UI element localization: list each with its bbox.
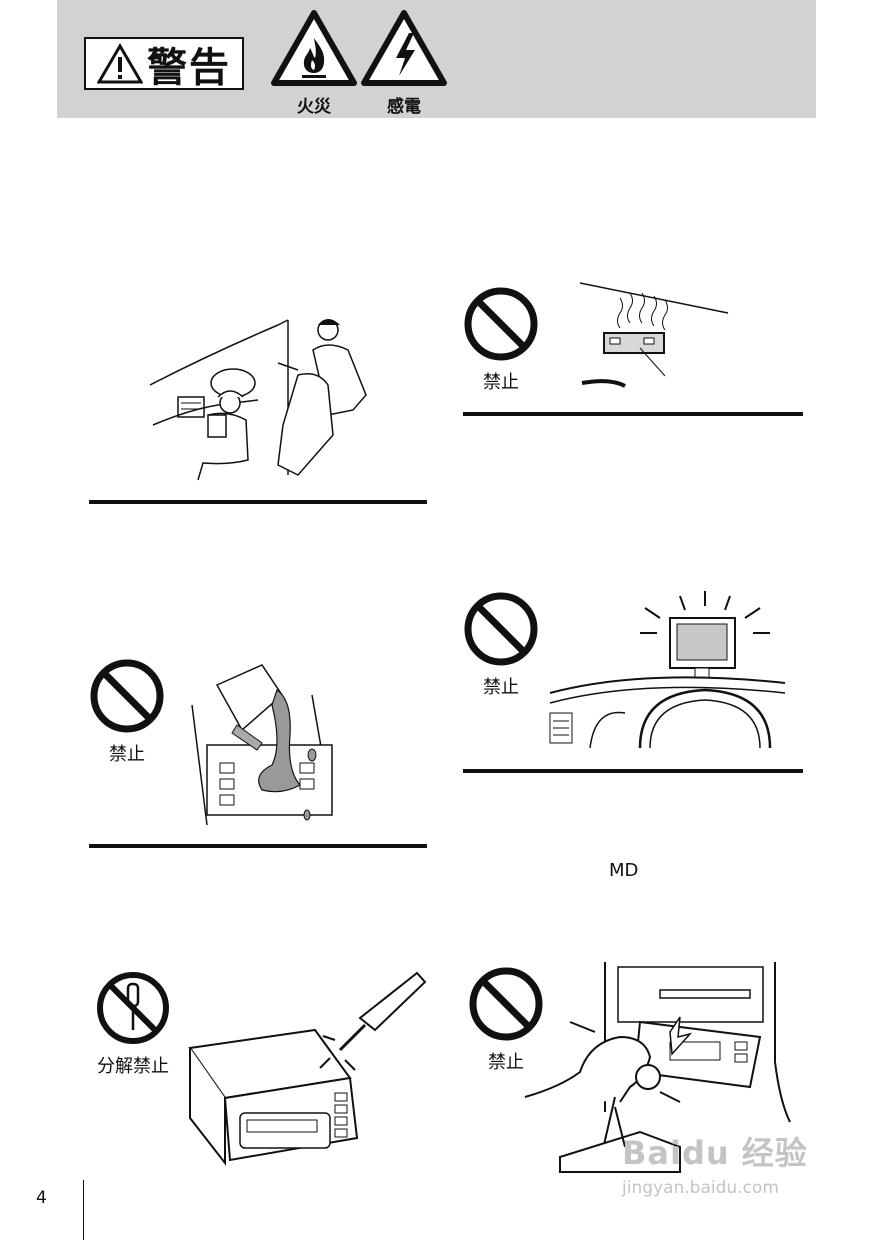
- prohibition-label: 禁止: [488, 1052, 524, 1073]
- car-interior-illustration: [149, 319, 367, 481]
- prohibition-icon: [469, 967, 543, 1041]
- watermark-main-text: Baidu 经验: [622, 1134, 808, 1172]
- electric-shock-icon: [361, 10, 447, 86]
- dashboard-monitor-illustration: [549, 591, 786, 749]
- prohibition-icon: [90, 659, 164, 733]
- warning-triangle-icon: [97, 42, 143, 83]
- section-divider: [463, 769, 803, 773]
- no-disassembly-icon: [97, 972, 169, 1044]
- prohibition-liquid: 禁止: [89, 658, 165, 766]
- warning-badge: 警告: [84, 37, 244, 91]
- prohibition-heat: 禁止: [463, 286, 539, 394]
- hazard-fire: 火災: [269, 8, 359, 117]
- disassembly-screwdriver-illustration: [188, 971, 427, 1166]
- section-divider: [463, 412, 803, 416]
- page-number: 4: [36, 1188, 47, 1208]
- hazard-electric: 感電: [359, 8, 449, 117]
- md-label: MD: [609, 860, 639, 881]
- hazard-electric-label: 感電: [387, 97, 421, 117]
- page-margin-line: [83, 1180, 84, 1240]
- prohibition-label: 禁止: [483, 677, 519, 698]
- baidu-watermark: Baidu 经验 jingyan.baidu.com: [622, 1128, 822, 1198]
- section-divider: [89, 844, 427, 848]
- prohibition-label: 禁止: [109, 744, 145, 765]
- section-divider: [89, 500, 427, 504]
- heat-source-illustration: [580, 282, 729, 388]
- prohibition-hand: 禁止: [468, 966, 544, 1074]
- prohibition-disassemble: 分解禁止: [88, 970, 178, 1078]
- fire-hazard-icon: [271, 10, 357, 86]
- prohibition-label: 禁止: [483, 372, 519, 393]
- hand-insertion-illustration: [524, 962, 791, 1173]
- hazard-fire-label: 火災: [297, 97, 331, 117]
- prohibition-icon: [464, 287, 538, 361]
- warning-label: 警告: [147, 44, 231, 91]
- liquid-spill-illustration: [191, 664, 333, 826]
- watermark-url-text: jingyan.baidu.com: [622, 1178, 779, 1198]
- prohibition-icon: [464, 592, 538, 666]
- warning-header: 警告 火災 感電: [57, 0, 816, 118]
- prohibition-label: 分解禁止: [97, 1056, 169, 1077]
- prohibition-monitor: 禁止: [463, 591, 539, 699]
